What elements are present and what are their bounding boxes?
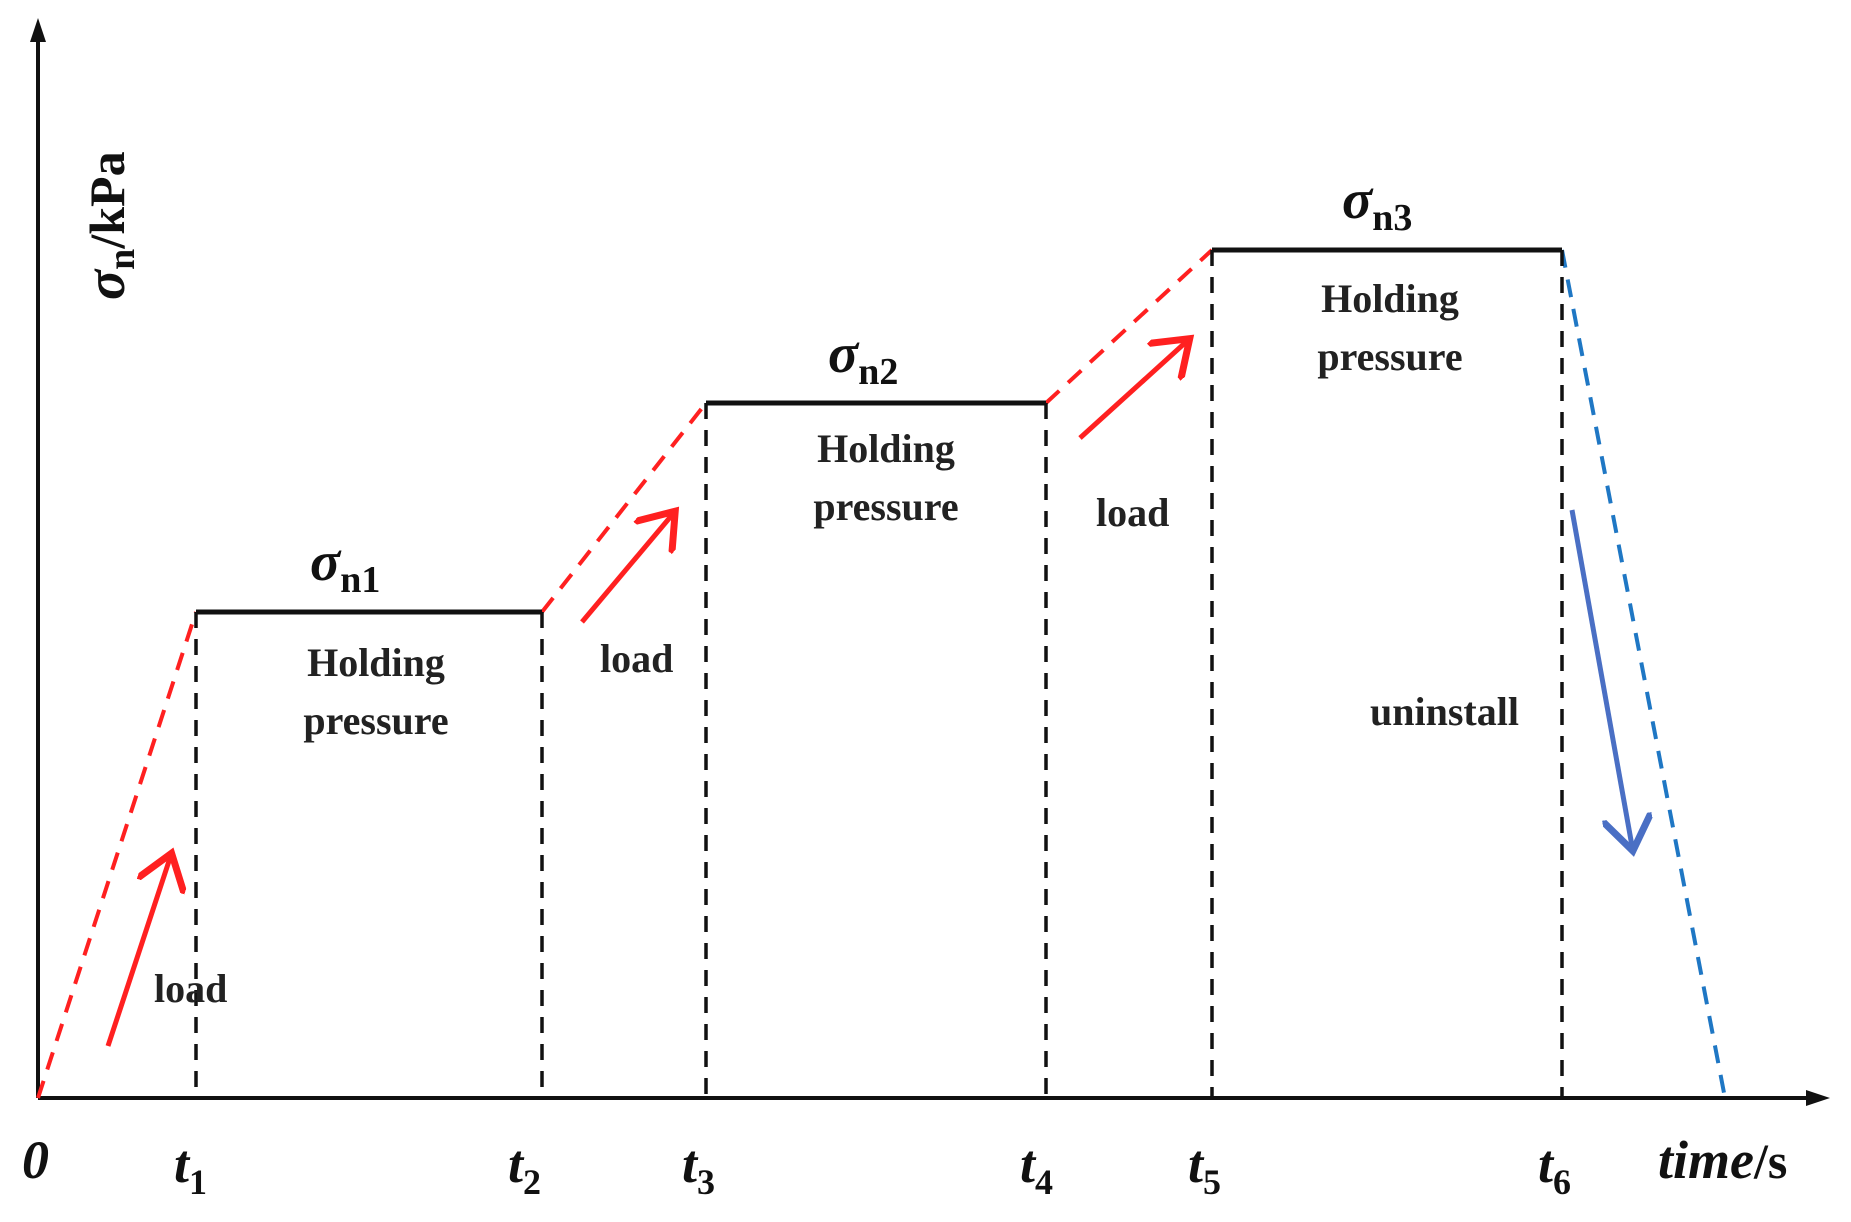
x-axis-arrowhead [1806, 1090, 1830, 1106]
hold-label-2: Holding pressure [813, 426, 958, 529]
tick-t6: t6 [1538, 1134, 1571, 1202]
load-arrow-1 [105, 858, 170, 1047]
hold-label-1-line1: Holding [307, 640, 445, 685]
hold-label-2-line2: pressure [813, 484, 958, 529]
tick-t2: t2 [508, 1134, 541, 1202]
load-ramp-1 [36, 611, 198, 1099]
load-ramp-3 [1044, 248, 1214, 405]
load-arrow-3 [1078, 342, 1186, 440]
hold-label-2-line1: Holding [817, 426, 955, 471]
holding-lines [196, 247, 1562, 615]
tick-t3: t3 [682, 1134, 715, 1202]
level-label-2: σn2 [828, 323, 898, 393]
level-label-3: σn3 [1342, 169, 1412, 239]
load-arrows [105, 342, 1186, 1047]
load-arrow-2 [580, 515, 672, 624]
tick-t5: t5 [1188, 1134, 1221, 1202]
load-label-2: load [600, 636, 673, 681]
origin-label: 0 [22, 1130, 49, 1190]
tick-t4: t4 [1020, 1134, 1053, 1202]
load-label-3: load [1096, 490, 1169, 535]
load-label-1: load [154, 966, 227, 1011]
hold-label-1-line2: pressure [303, 698, 448, 743]
hold-label-3-line1: Holding [1321, 276, 1459, 321]
hold-label-1: Holding pressure [303, 640, 448, 743]
unload-label: uninstall [1370, 689, 1519, 734]
level-label-1: σn1 [310, 531, 380, 601]
vertical-dividers [194, 250, 1564, 1098]
hold-label-3-line2: pressure [1317, 334, 1462, 379]
svg-text:σn/kPa: σn/kPa [75, 151, 143, 300]
axes [30, 18, 1830, 1106]
x-axis-title: time/s [1658, 1130, 1787, 1190]
load-ramps [36, 248, 1214, 1099]
unload-arrow [1569, 509, 1632, 846]
tick-t1: t1 [174, 1134, 207, 1202]
unload-ramp [1560, 249, 1727, 1099]
y-axis-arrowhead [30, 18, 46, 42]
y-axis-title: σn/kPa [75, 151, 143, 300]
hold-label-3: Holding pressure [1317, 276, 1462, 379]
load-ramp-2 [540, 401, 708, 614]
